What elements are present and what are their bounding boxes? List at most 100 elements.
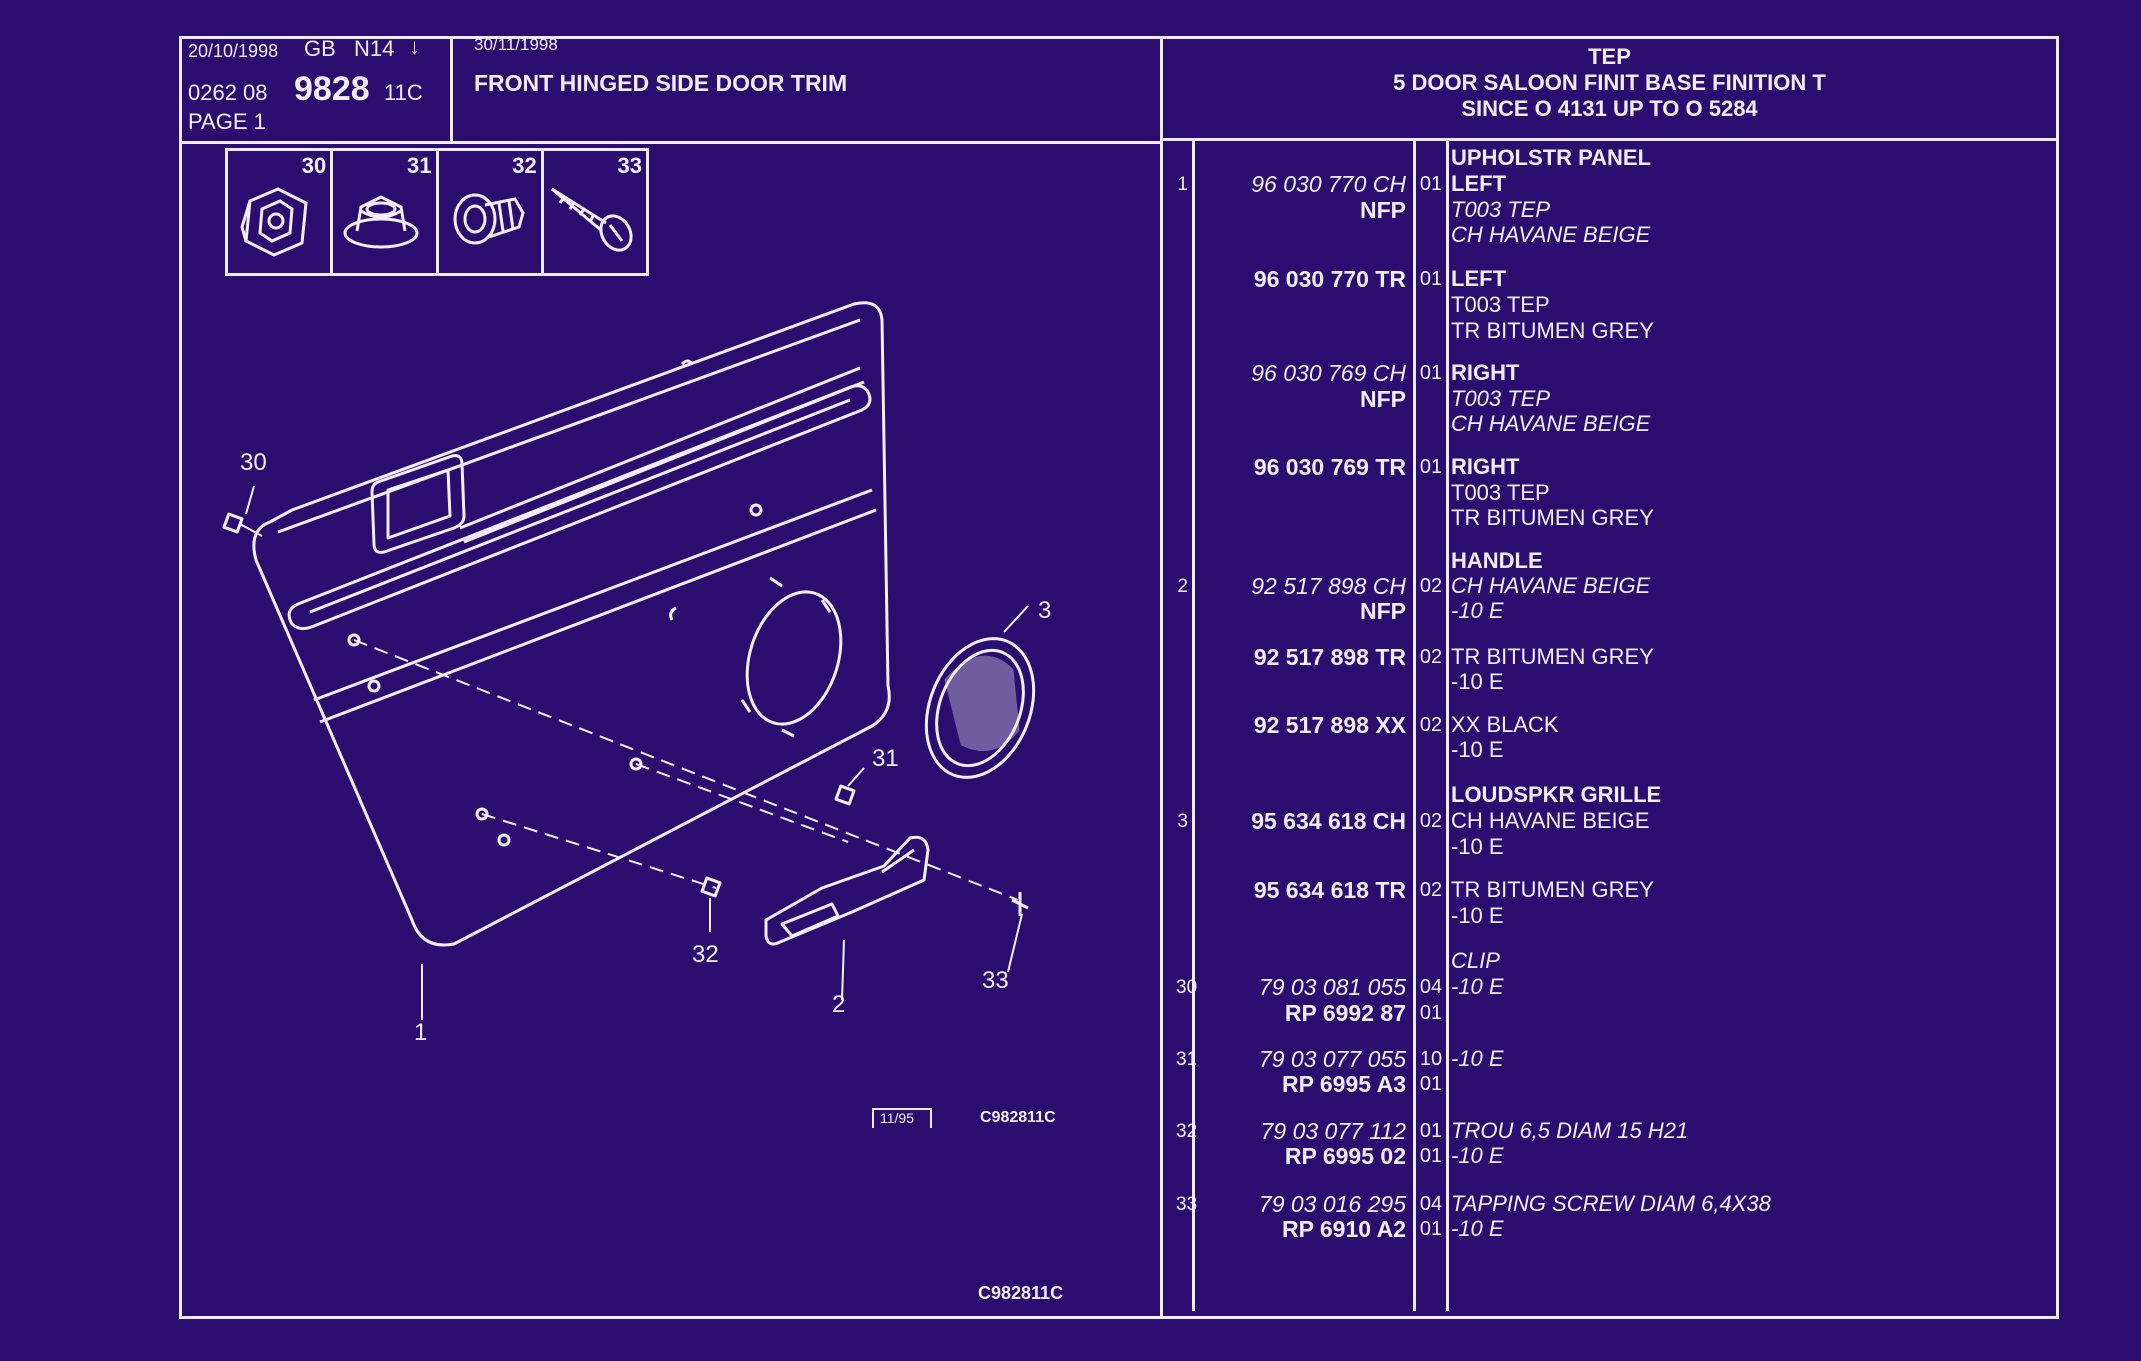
assembly-line bbox=[635, 763, 849, 843]
clip-icon bbox=[240, 187, 308, 257]
part-number: NFP bbox=[1360, 197, 1406, 223]
description: LEFT bbox=[1451, 266, 1506, 291]
grommet-icon bbox=[453, 193, 525, 245]
part-number: 92 517 898 XX bbox=[1253, 712, 1406, 738]
fastener-number: 33 bbox=[617, 153, 642, 178]
callout-3: 3 bbox=[1038, 597, 1051, 624]
description: -10 E bbox=[1451, 1216, 1504, 1241]
assembly-line bbox=[481, 813, 717, 889]
ref-number: 1 bbox=[1177, 174, 1188, 195]
revision-date: 30/11/1998 bbox=[474, 35, 558, 54]
clip-symbol bbox=[222, 512, 244, 534]
part-number: NFP bbox=[1360, 386, 1406, 412]
part-number: 79 03 081 055 bbox=[1258, 974, 1406, 1000]
description: T003 TEP bbox=[1451, 386, 1551, 411]
footer-ref: C982811C bbox=[978, 1283, 1064, 1303]
header-page: PAGE 1 bbox=[188, 109, 266, 134]
speaker-opening bbox=[745, 590, 843, 726]
description: TROU 6,5 DIAM 15 H21 bbox=[1451, 1118, 1689, 1143]
ref-number: 32 bbox=[1176, 1121, 1198, 1142]
part-number: RP 6910 A2 bbox=[1281, 1216, 1406, 1242]
description: UPHOLSTR PANEL bbox=[1451, 145, 1652, 170]
callout-2: 2 bbox=[832, 991, 845, 1018]
quantity: 04 bbox=[1419, 1193, 1443, 1215]
description: -10 E bbox=[1451, 834, 1504, 859]
quantity: 01 bbox=[1419, 456, 1443, 478]
description: TR BITUMEN GREY bbox=[1451, 318, 1654, 343]
description: CH HAVANE BEIGE bbox=[1451, 808, 1650, 833]
description: CH HAVANE BEIGE bbox=[1451, 573, 1651, 598]
part-number: 79 03 077 112 bbox=[1260, 1118, 1406, 1144]
nut-icon bbox=[343, 195, 419, 249]
callout-33: 33 bbox=[982, 967, 1009, 994]
description: T003 TEP bbox=[1451, 292, 1550, 317]
door-trim-exploded-diagram: 30 3 31 32 2 33 1 bbox=[222, 301, 1051, 1046]
diagram-stamp-box bbox=[872, 1108, 932, 1128]
part-number: 96 030 769 TR bbox=[1253, 454, 1406, 480]
part-number: 96 030 770 CH bbox=[1251, 171, 1406, 197]
part-number: 79 03 016 295 bbox=[1258, 1191, 1406, 1217]
header-right-line2: 5 DOOR SALOON FINIT BASE FINITION T bbox=[1393, 70, 1826, 95]
quantity: 02 bbox=[1419, 575, 1443, 597]
part-number: 96 030 770 TR bbox=[1253, 266, 1406, 292]
description: HANDLE bbox=[1451, 548, 1543, 573]
tapping-screw-icon bbox=[550, 187, 633, 252]
description: -10 E bbox=[1451, 903, 1504, 928]
part-number: RP 6995 A3 bbox=[1281, 1071, 1406, 1097]
part-number: 92 517 898 TR bbox=[1253, 644, 1406, 670]
description: TR BITUMEN GREY bbox=[1451, 505, 1654, 530]
diagram-stamp-date: 11/95 bbox=[880, 1110, 914, 1126]
fastener-cell-31: 31 bbox=[333, 151, 439, 273]
quantity: 01 bbox=[1419, 1218, 1443, 1240]
quantity: 01 bbox=[1419, 1120, 1443, 1142]
col-line-qty-right bbox=[1446, 141, 1449, 1311]
fastener-cell-30: 30 bbox=[228, 151, 334, 273]
header-code-prefix: 0262 08 bbox=[188, 80, 268, 105]
description: TR BITUMEN GREY bbox=[1451, 644, 1654, 669]
description: RIGHT bbox=[1451, 454, 1520, 479]
quantity: 01 bbox=[1419, 1145, 1443, 1167]
quantity: 02 bbox=[1419, 810, 1443, 832]
quantity: 01 bbox=[1419, 173, 1443, 195]
part-number: 92 517 898 CH bbox=[1251, 573, 1406, 599]
col-line-ref bbox=[1192, 141, 1195, 1311]
part-number: RP 6995 02 bbox=[1284, 1143, 1406, 1169]
ref-number: 30 bbox=[1176, 977, 1198, 998]
description: -10 E bbox=[1451, 1046, 1504, 1071]
header-bottom-left bbox=[179, 141, 1163, 144]
fastener-strip: 30 31 32 bbox=[225, 148, 649, 276]
part-number: RP 6992 87 bbox=[1284, 1000, 1406, 1026]
ref-number: 3 bbox=[1177, 811, 1188, 832]
callout-31: 31 bbox=[872, 745, 899, 772]
grommet-symbol bbox=[700, 876, 722, 898]
part-number: 96 030 769 CH bbox=[1251, 360, 1406, 386]
description: LEFT bbox=[1451, 171, 1506, 196]
callout-32: 32 bbox=[692, 941, 719, 968]
ref-number: 31 bbox=[1176, 1049, 1198, 1070]
part-number: 79 03 077 055 bbox=[1258, 1046, 1406, 1072]
quantity: 02 bbox=[1419, 714, 1443, 736]
header-bottom-right bbox=[1160, 138, 2059, 141]
frame-right bbox=[2056, 36, 2059, 1319]
header-code-suffix: 11C bbox=[384, 80, 423, 105]
header-code-main: 9828 bbox=[294, 70, 370, 108]
description: CH HAVANE BEIGE bbox=[1451, 222, 1651, 247]
header-date: 20/10/1998 bbox=[188, 41, 279, 61]
section-title: FRONT HINGED SIDE DOOR TRIM bbox=[474, 70, 848, 96]
quantity: 04 bbox=[1419, 976, 1443, 998]
quantity: 01 bbox=[1419, 1073, 1443, 1095]
description: -10 E bbox=[1451, 598, 1504, 623]
part-number: 95 634 618 TR bbox=[1253, 877, 1406, 903]
description: -10 E bbox=[1451, 1143, 1504, 1168]
screw-symbol bbox=[1011, 892, 1029, 916]
ref-number: 2 bbox=[1177, 576, 1188, 597]
description: T003 TEP bbox=[1451, 197, 1551, 222]
quantity: 01 bbox=[1419, 1002, 1443, 1024]
part-number: 95 634 618 CH bbox=[1251, 808, 1406, 834]
header-country: GB bbox=[304, 36, 336, 61]
description: RIGHT bbox=[1451, 360, 1520, 385]
quantity: 02 bbox=[1419, 879, 1443, 901]
quantity: 01 bbox=[1419, 362, 1443, 384]
frame-bottom bbox=[179, 1316, 2059, 1319]
description: TR BITUMEN GREY bbox=[1451, 877, 1654, 902]
